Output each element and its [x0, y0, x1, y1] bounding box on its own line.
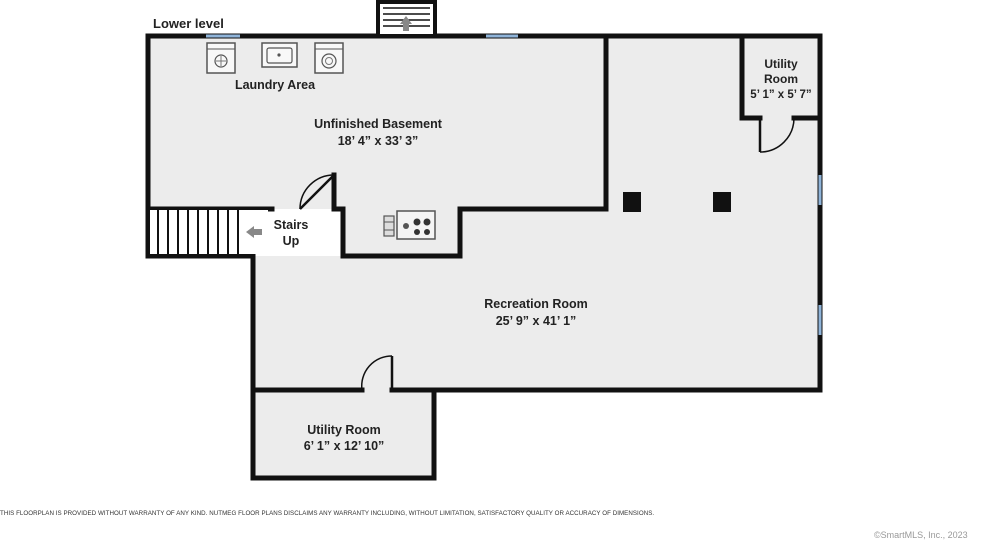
dryer-icon — [314, 42, 344, 74]
level-label: Lower level — [153, 16, 224, 31]
door-large-utility — [360, 355, 394, 391]
walls — [145, 33, 823, 481]
doors — [299, 117, 795, 391]
recreation-label: Recreation Room — [484, 297, 588, 311]
mechanical-equipment — [383, 210, 436, 240]
laundry-label: Laundry Area — [235, 78, 316, 92]
water-heater-icon — [383, 215, 395, 237]
sink-icon — [261, 42, 298, 68]
washer-icon — [206, 42, 236, 74]
left-stairs — [150, 210, 268, 254]
basement-label: Unfinished Basement — [314, 117, 443, 131]
utility-small-label-2: Room — [764, 72, 798, 86]
room-labels: Lower level Laundry Area Unfinished Base… — [153, 16, 812, 453]
copyright-text: ©SmartMLS, Inc., 2023 — [874, 530, 968, 540]
laundry-appliances — [206, 42, 344, 74]
recreation-dims: 25’ 9” x 41’ 1” — [496, 314, 577, 328]
utility-large-dims: 6’ 1” x 12’ 10” — [304, 439, 385, 453]
columns — [623, 192, 731, 212]
utility-small-label-1: Utility — [764, 57, 798, 71]
door-basement — [299, 174, 335, 210]
arrow-up-icon — [400, 16, 412, 31]
disclaimer-text: THIS FLOORPLAN IS PROVIDED WITHOUT WARRA… — [0, 510, 655, 517]
support-column — [713, 192, 731, 212]
windows — [206, 34, 822, 335]
top-stair-entry — [376, 0, 437, 38]
door-small-utility — [758, 117, 795, 153]
floor-fill — [150, 38, 818, 478]
utility-large-label: Utility Room — [307, 423, 381, 437]
stairs-label-1: Stairs — [274, 218, 309, 232]
basement-dims: 18’ 4” x 33’ 3” — [338, 134, 419, 148]
furnace-icon — [396, 210, 436, 240]
utility-small-dims: 5’ 1” x 5’ 7” — [750, 89, 811, 101]
arrow-left-icon — [246, 226, 262, 238]
support-column — [623, 192, 641, 212]
stairs-label-2: Up — [283, 234, 300, 248]
